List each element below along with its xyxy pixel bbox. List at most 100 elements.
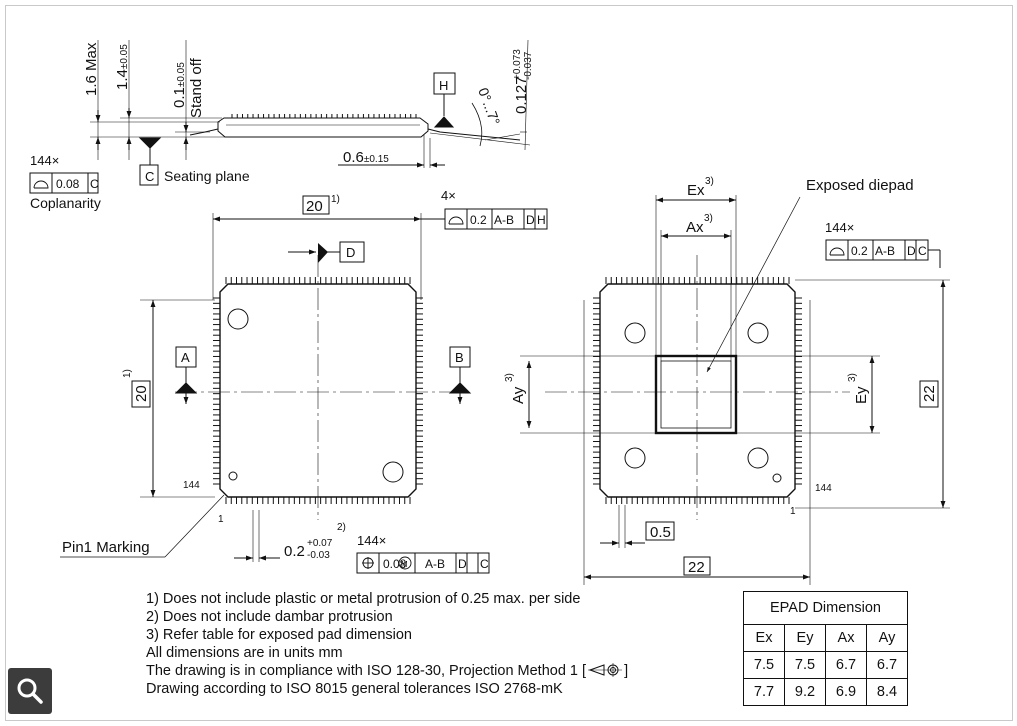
top-view-labels: 20 1) 4× 0.2 A-B D H D A B 20 1) 144 1 P…: [62, 188, 546, 571]
bottom-pin-144-label: 144: [815, 483, 832, 494]
dim-span-vertical: 22: [921, 385, 938, 402]
profile-datum-d: D: [526, 213, 535, 227]
table-cell: 8.4: [866, 678, 908, 706]
dim-lead-width-tol-upper: +0.07: [307, 538, 333, 549]
dim-lead-width-tol-lower: -0.03: [307, 550, 330, 561]
position-count: 144×: [357, 533, 386, 548]
dim-lead-width: 0.2: [284, 543, 305, 560]
pin-144-label: 144: [183, 480, 200, 491]
svg-text:0.6±0.15: 0.6±0.15: [343, 149, 389, 166]
dim-foot-length-tol: ±0.15: [364, 154, 389, 165]
dim-ey: Ey: [853, 386, 870, 404]
table-cell: 7.5: [784, 651, 826, 679]
dim-body-height-tol: ±0.05: [119, 44, 130, 69]
position-modifier: M: [401, 560, 408, 569]
note-2: 2) Does not include dambar protrusion: [146, 609, 393, 625]
dim-ay: Ay: [510, 386, 527, 404]
table-cell: 6.7: [825, 651, 867, 679]
dim-standoff-tol: ±0.05: [176, 62, 187, 87]
top-view: [60, 195, 548, 574]
draft-angle: 0°...7°: [475, 86, 503, 128]
epad-header-ex: Ex: [743, 624, 785, 652]
dim-lead-thickness-tol-upper: +0.073: [512, 49, 523, 80]
bottom-view-labels: Ex 3) Ax 3) Ay 3) Ey 3) Exposed diepad 1…: [504, 176, 938, 576]
dim-body-width: 20: [306, 198, 323, 215]
dim-lead-thickness: 0.127: [513, 76, 530, 114]
bottom-view: [520, 195, 950, 585]
epad-header-ax: Ax: [825, 624, 867, 652]
epad-header-ay: Ay: [866, 624, 908, 652]
zoom-button[interactable]: [8, 668, 52, 714]
coplanarity-label: Coplanarity: [30, 195, 101, 211]
position-datum-ab: A-B: [425, 557, 445, 571]
bottom-profile-datum-ab: A-B: [875, 244, 895, 258]
note-tolerances: Drawing according to ISO 8015 general to…: [146, 681, 563, 697]
datum-b-label: B: [455, 350, 464, 365]
note-units: All dimensions are in units mm: [146, 645, 343, 661]
table-cell: 7.5: [743, 651, 785, 679]
table-cell: 9.2: [784, 678, 826, 706]
dim-pitch: 0.5: [650, 524, 671, 541]
epad-header-ey: Ey: [784, 624, 826, 652]
bottom-profile-datum-d: D: [907, 244, 916, 258]
coplanarity-count: 144×: [30, 153, 59, 168]
pin1-marking-label: Pin1 Marking: [62, 539, 150, 556]
note-1: 1) Does not include plastic or metal pro…: [146, 591, 581, 607]
position-datum-d: D: [458, 557, 467, 571]
svg-text:0.127: 0.127: [513, 76, 530, 114]
coplanarity-datum: C: [90, 177, 99, 191]
datum-a-label: A: [181, 350, 190, 365]
profile-value: 0.2: [470, 213, 487, 227]
bottom-profile-count: 144×: [825, 220, 854, 235]
bottom-pin-1-label: 1: [790, 506, 796, 517]
side-view-labels: 1.6 Max 1.4±0.05 0.1±0.05 Stand off H 0°…: [30, 42, 534, 211]
note-3: 3) Refer table for exposed pad dimension: [146, 627, 412, 643]
dim-ax-note: 3): [704, 213, 713, 224]
standoff-label: Stand off: [188, 57, 205, 118]
note1-ref-width: 1): [331, 194, 340, 205]
table-cell: 6.9: [825, 678, 867, 706]
dim-ay-note: 3): [504, 373, 515, 382]
datum-d-label: D: [346, 245, 355, 260]
note-projection-text: The drawing is in compliance with ISO 12…: [146, 663, 587, 679]
dim-ex: Ex: [687, 182, 705, 199]
epad-table-caption: EPAD Dimension: [743, 591, 908, 625]
dim-body-height: 1.4: [114, 69, 131, 90]
bottom-profile-datum-c: C: [918, 244, 927, 258]
dim-standoff: 0.1: [171, 87, 188, 108]
profile-datum-ab: A-B: [494, 213, 514, 227]
projection-method-icon: [588, 663, 623, 677]
seating-plane-label: Seating plane: [164, 168, 250, 184]
note-projection: The drawing is in compliance with ISO 12…: [146, 662, 628, 680]
epad-dimension-table: EPAD Dimension Ex Ey Ax Ay 7.5 7.5 6.7 6…: [743, 591, 908, 706]
dim-ey-note: 3): [847, 373, 858, 382]
svg-text:1.4±0.05: 1.4±0.05: [114, 44, 131, 90]
dim-lead-thickness-tol-lower: -0.037: [523, 51, 534, 80]
svg-text:0.2: 0.2: [284, 543, 305, 560]
bottom-profile-value: 0.2: [851, 244, 868, 258]
dim-span-horizontal: 22: [688, 559, 705, 576]
dim-max-height: 1.6 Max: [83, 42, 100, 96]
side-view: [29, 39, 531, 194]
coplanarity-value: 0.08: [56, 177, 80, 191]
position-value: 0.08: [383, 557, 407, 571]
profile-datum-h: H: [537, 213, 546, 227]
profile-count: 4×: [441, 188, 456, 203]
dim-ax: Ax: [686, 219, 704, 236]
dim-foot-length: 0.6: [343, 149, 364, 166]
note1-ref-height: 1): [122, 369, 133, 378]
pin-1-label: 1: [218, 514, 224, 525]
exposed-diepad-label: Exposed diepad: [806, 177, 914, 194]
dim-ex-note: 3): [705, 176, 714, 187]
drawing-notes: 1) Does not include plastic or metal pro…: [146, 590, 628, 698]
position-datum-c: C: [480, 557, 489, 571]
note2-ref: 2): [337, 522, 346, 533]
svg-text:0.1±0.05: 0.1±0.05: [171, 62, 188, 108]
note-projection-close: ]: [624, 663, 629, 679]
table-cell: 6.7: [866, 651, 908, 679]
table-cell: 7.7: [743, 678, 785, 706]
datum-h-label: H: [439, 78, 448, 93]
magnifier-icon: [17, 678, 43, 704]
datum-c-label: C: [145, 169, 154, 184]
